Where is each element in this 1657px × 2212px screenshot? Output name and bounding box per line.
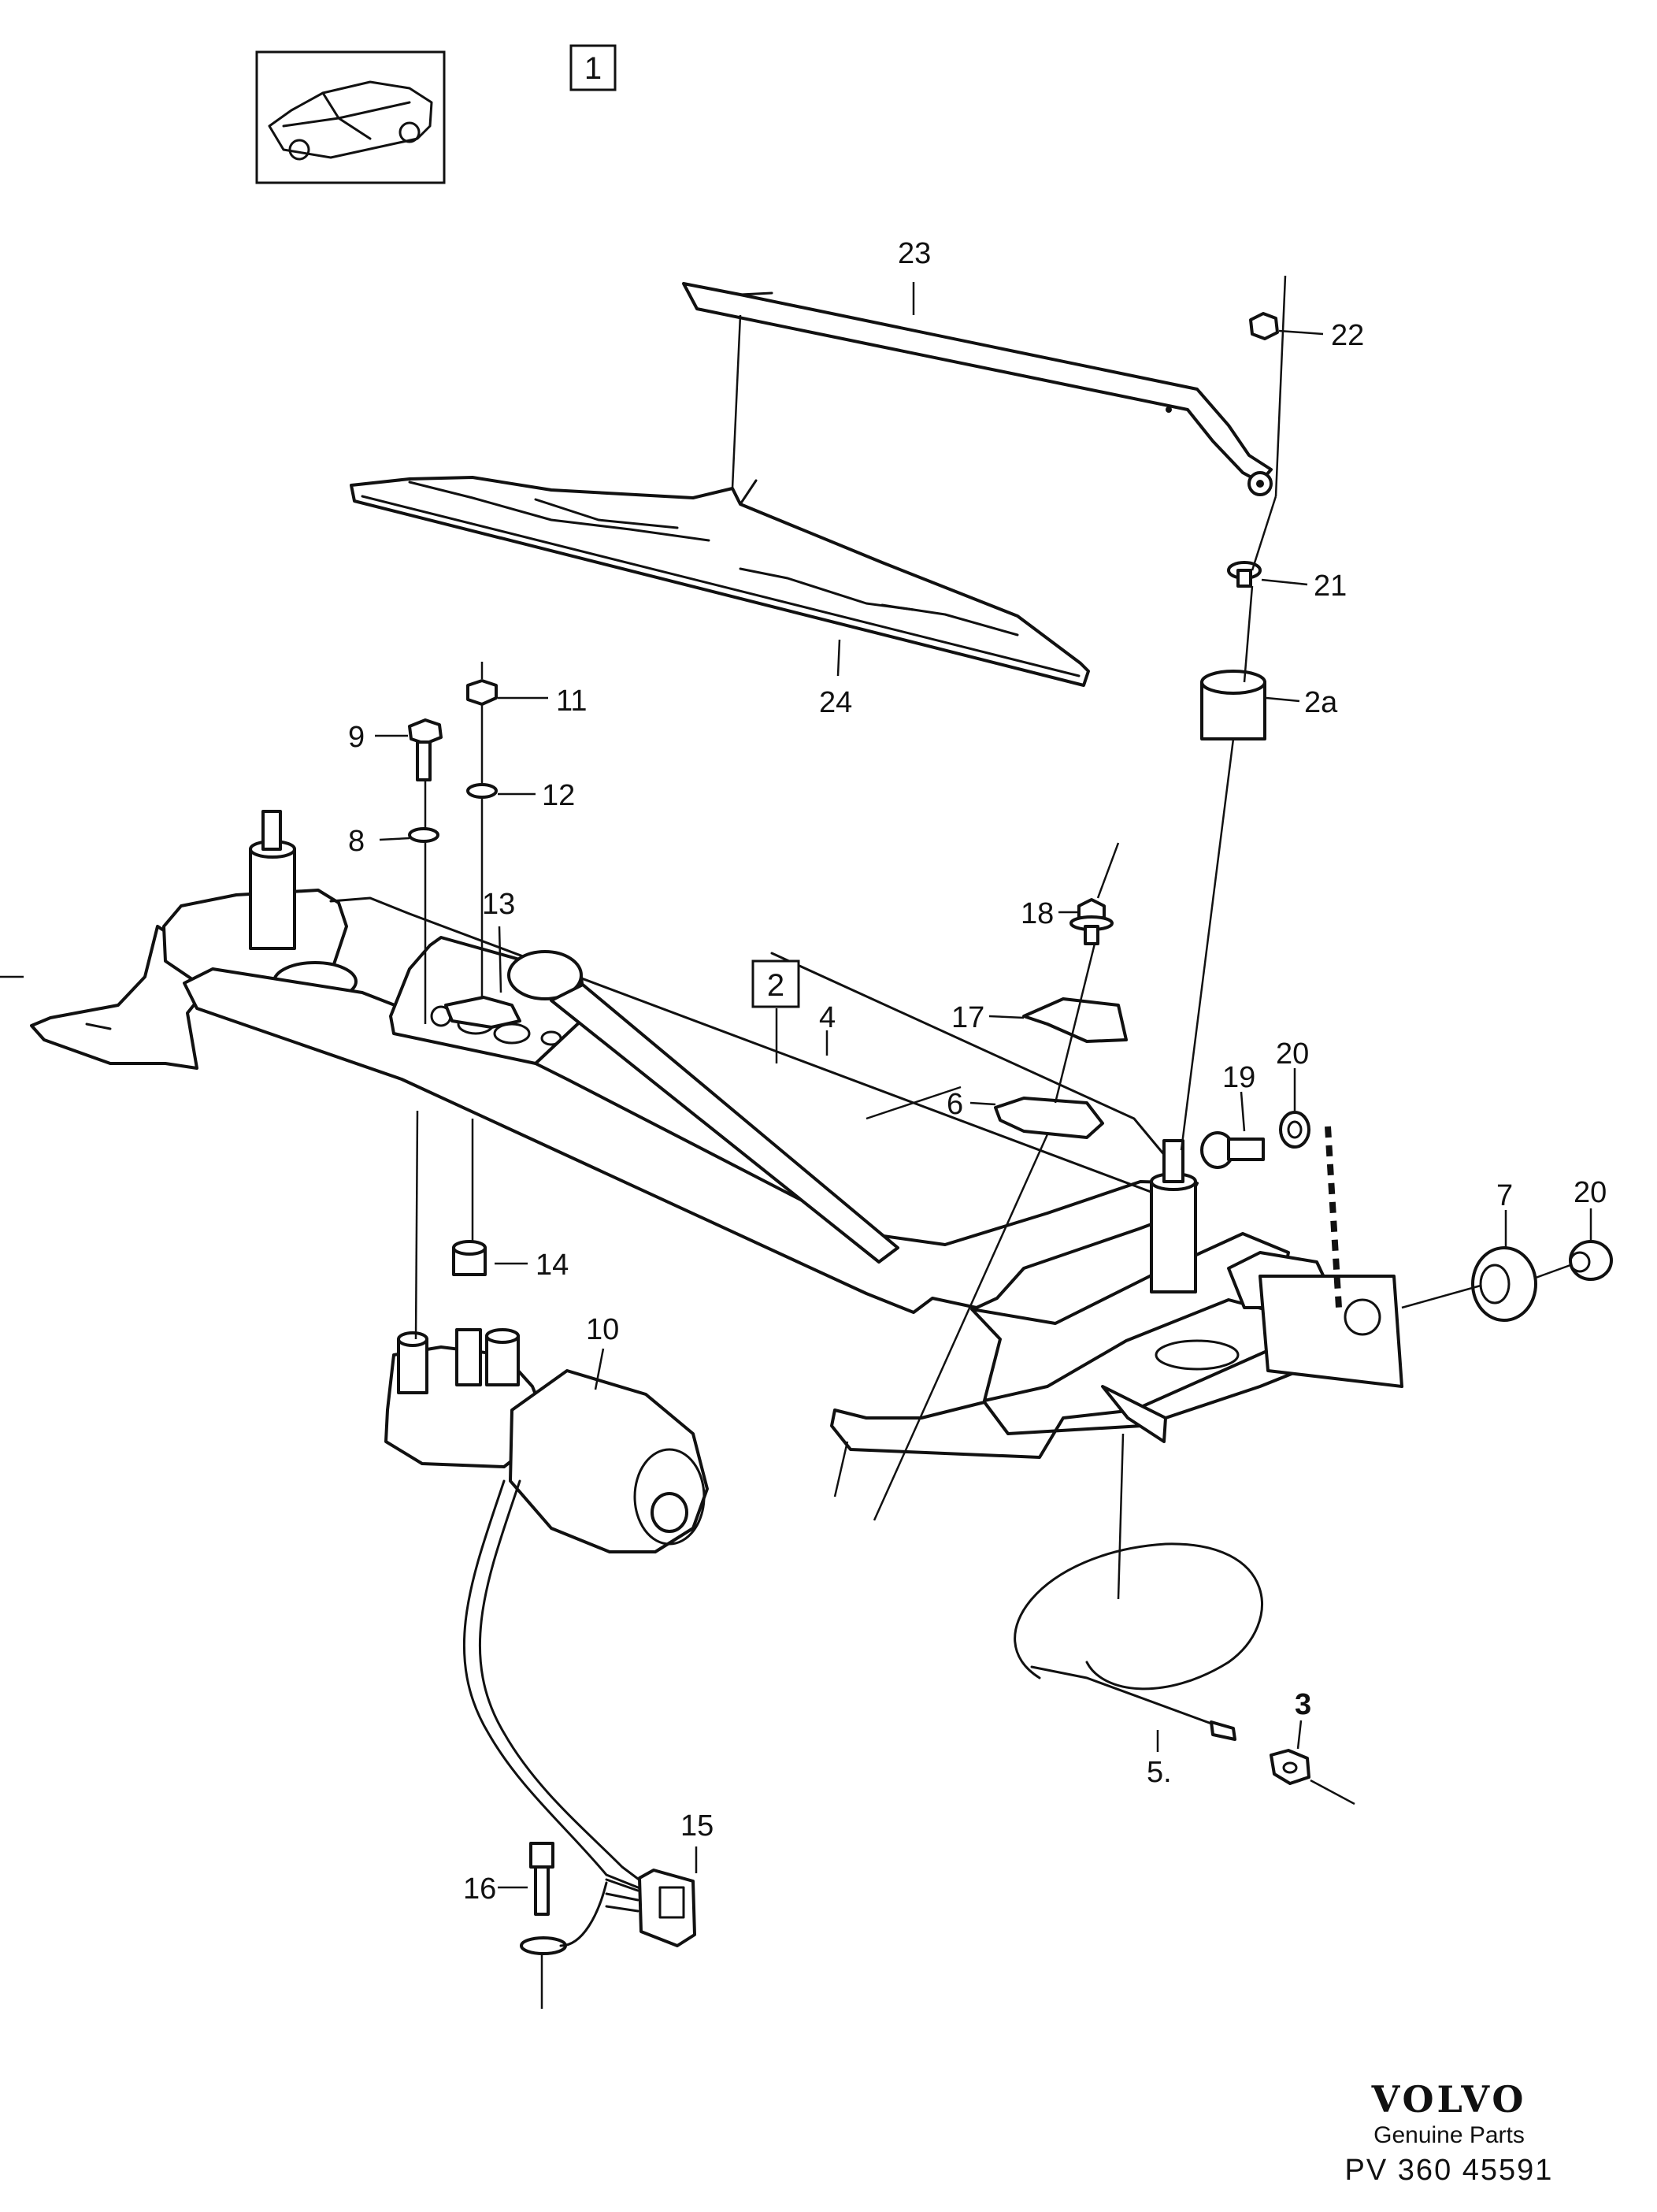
callout-6: 6: [947, 1088, 963, 1121]
callout-11: 11: [556, 685, 587, 718]
wiper-linkage-frame: [30, 810, 1403, 1459]
callout-17: 17: [951, 1001, 984, 1034]
callout-13: 13: [482, 888, 515, 921]
wiper-arm: [682, 282, 1273, 496]
ground-screw: [520, 1842, 608, 2009]
bushing-21: [1227, 561, 1262, 588]
washer-8: [408, 827, 439, 843]
callout-20b: 20: [1574, 1176, 1607, 1209]
callout-18: 18: [1021, 897, 1054, 930]
callout-22: 22: [1331, 319, 1364, 352]
group-label-2-text: 2: [767, 968, 784, 1003]
volvo-branding: VOLVO Genuine Parts PV 360 45591: [1331, 2078, 1567, 2188]
callout-7: 7: [1496, 1179, 1513, 1212]
connector-plug: [605, 1869, 696, 1947]
grommet-20a: [1279, 1111, 1310, 1149]
nut-11: [466, 679, 498, 706]
bushing-14: [452, 1240, 487, 1276]
callout-5: 5.: [1147, 1756, 1172, 1789]
volvo-logo: VOLVO: [1371, 2078, 1527, 2121]
callout-8: 8: [348, 825, 365, 858]
control-cable: [1014, 1542, 1263, 1741]
callout-23: 23: [898, 237, 931, 270]
washer-12: [466, 783, 498, 799]
callout-19: 19: [1222, 1061, 1255, 1094]
callout-21: 21: [1314, 570, 1347, 603]
callout-10: 10: [586, 1313, 619, 1346]
group-label-1-text: 1: [584, 51, 602, 86]
callout-16: 16: [463, 1872, 496, 1906]
genuine-parts-label: Genuine Parts: [1373, 2122, 1525, 2148]
callout-24: 24: [819, 686, 852, 719]
group-label-1: 1: [569, 44, 617, 91]
bracket-13: [444, 996, 521, 1029]
group-label-2: 2: [751, 959, 800, 1063]
grommet-20b: [1569, 1240, 1613, 1281]
callout-20a: 20: [1276, 1037, 1309, 1071]
screw-19: [1200, 1131, 1265, 1169]
callout-14: 14: [536, 1249, 569, 1282]
callout-9: 9: [348, 721, 365, 754]
callout-4: 4: [819, 1001, 836, 1034]
wiper-motor: [384, 1328, 709, 1892]
vehicle-thumbnail: [255, 50, 446, 184]
lead-lines: [0, 275, 1571, 1806]
nut-3: [1270, 1749, 1310, 1785]
nut-22: [1249, 312, 1279, 340]
screw-18: [1069, 898, 1114, 945]
diagram-code: PV 360 45591: [1344, 2154, 1554, 2187]
callout-12: 12: [542, 779, 575, 812]
bushing-2a: [1200, 670, 1266, 740]
bolt-9: [408, 718, 443, 781]
clip-6: [994, 1097, 1104, 1139]
callouts: 23 22 21 2a 24 11 12 9 8 13 14 10 15 16 …: [348, 237, 1607, 1906]
callout-2a: 2a: [1304, 686, 1338, 719]
callout-3: 3: [1295, 1688, 1311, 1721]
wiper-blade: [350, 476, 1090, 687]
grommet-7: [1471, 1246, 1537, 1322]
callout-15: 15: [680, 1809, 714, 1843]
